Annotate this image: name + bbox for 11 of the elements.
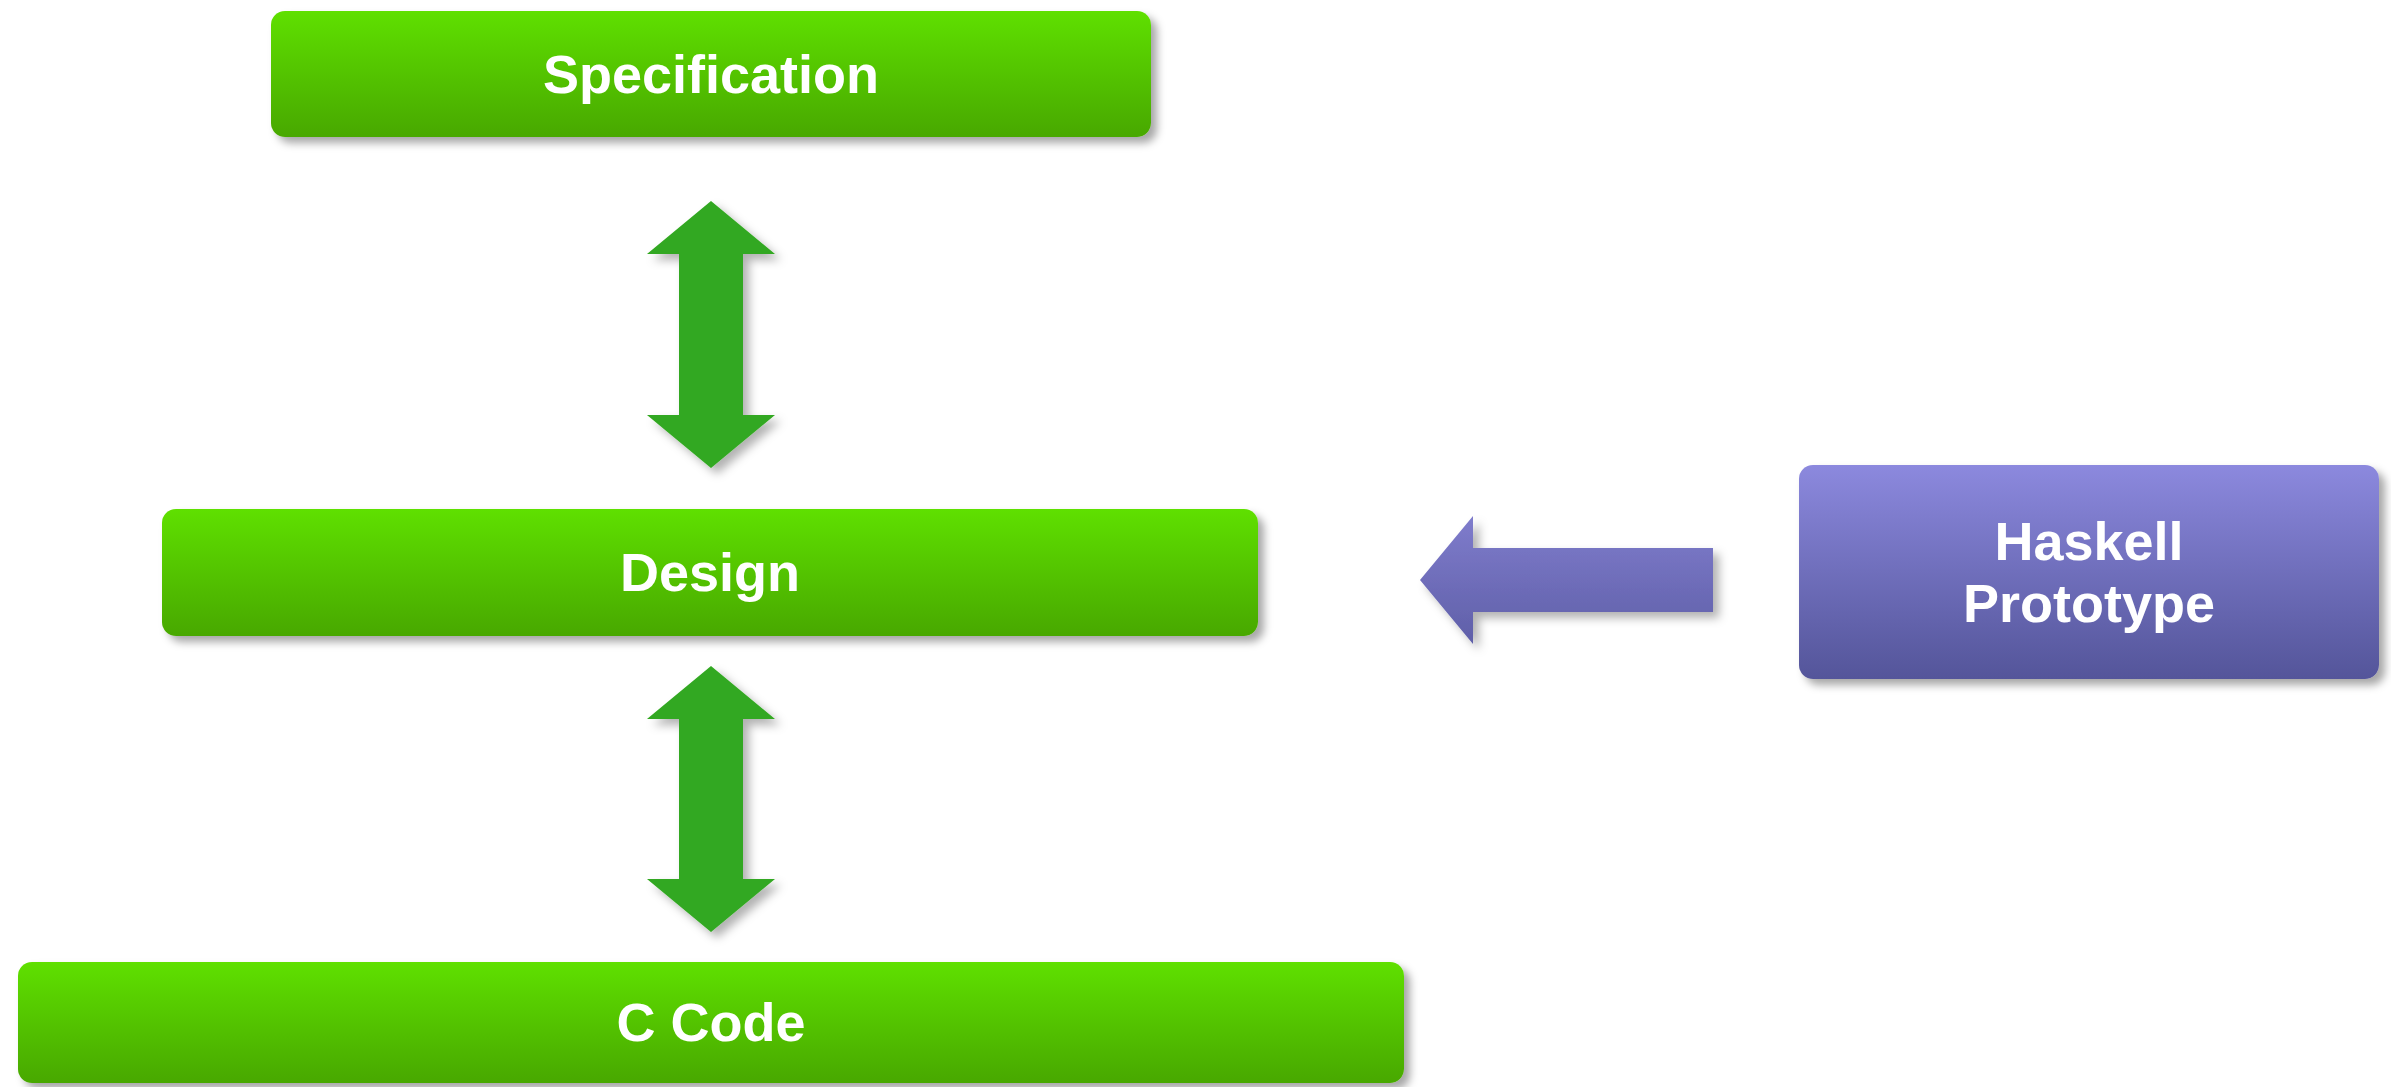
process-box [1799,465,2379,679]
block-arrow [1420,516,1713,644]
box-label: C Code [616,991,806,1054]
process-box [162,509,1258,636]
block-arrow [647,201,775,468]
process-box [271,11,1151,137]
box-label: Design [619,541,800,604]
box-label: Specification [542,42,880,106]
block-arrow [647,666,775,932]
box-label: Haskell Prototype [1962,509,2216,635]
process-box [18,962,1404,1083]
